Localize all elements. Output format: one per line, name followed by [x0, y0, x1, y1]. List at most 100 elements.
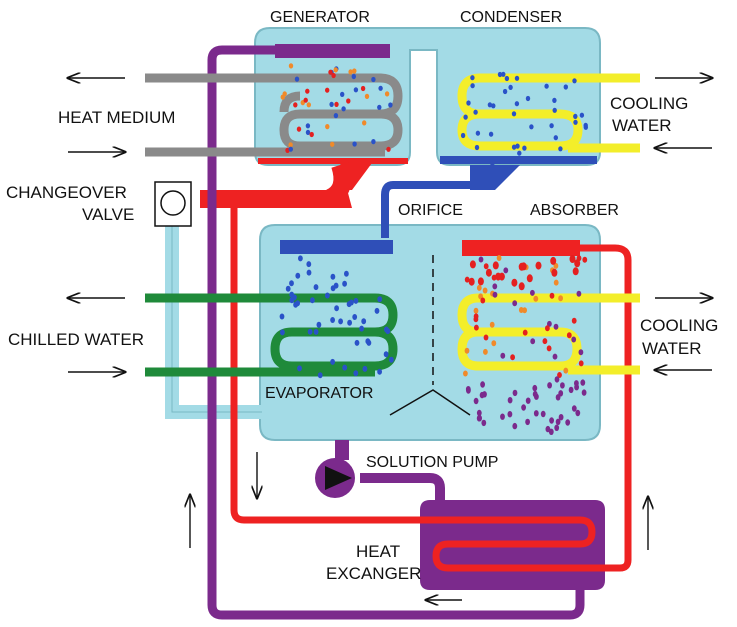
droplet	[288, 142, 293, 148]
droplet	[487, 102, 493, 108]
droplet	[553, 135, 558, 141]
droplet	[525, 95, 531, 102]
droplet	[325, 292, 330, 299]
droplet	[293, 102, 298, 108]
changeover-valve	[154, 181, 192, 227]
droplet	[330, 141, 335, 147]
droplet	[507, 397, 513, 404]
droplet	[289, 280, 294, 287]
droplet	[306, 102, 311, 108]
droplet	[354, 339, 360, 346]
droplet	[558, 146, 563, 152]
droplet	[485, 268, 492, 277]
droplet	[569, 255, 576, 263]
droplet	[578, 349, 584, 356]
droplet	[552, 97, 557, 103]
droplet	[482, 287, 488, 294]
droplet	[476, 284, 482, 291]
droplet	[330, 317, 335, 323]
droplet	[288, 63, 294, 69]
droplet	[575, 409, 581, 417]
droplet	[515, 143, 520, 149]
droplet	[573, 119, 578, 125]
condenser-refrigerant-pool	[440, 156, 597, 164]
droplet	[468, 277, 475, 286]
droplet	[307, 328, 313, 335]
droplet	[554, 376, 560, 383]
droplet	[554, 424, 560, 431]
cooling-water-bot-label-1: COOLING	[640, 316, 718, 335]
droplet	[533, 410, 539, 417]
droplet	[313, 328, 319, 335]
droplet	[558, 295, 563, 302]
droplet	[464, 347, 470, 354]
droplet	[383, 351, 389, 358]
droplet	[338, 318, 343, 325]
droplet	[330, 285, 336, 292]
condenser-drain-pipe	[381, 162, 499, 238]
droplet	[297, 365, 302, 372]
droplet	[580, 379, 586, 386]
droplet	[333, 113, 339, 119]
changeover-label-1: CHANGEOVER	[6, 183, 127, 202]
evaporator-label: EVAPORATOR	[265, 385, 373, 402]
droplet	[535, 261, 542, 270]
droplet	[469, 260, 476, 269]
droplet	[581, 389, 587, 396]
droplet	[292, 294, 297, 301]
droplet	[573, 113, 578, 119]
droplet	[325, 124, 330, 130]
droplet	[389, 356, 394, 363]
droplet	[510, 354, 515, 361]
droplet	[305, 123, 311, 129]
droplet	[353, 297, 359, 304]
absorber-spray-header	[462, 240, 580, 256]
droplet	[530, 338, 536, 345]
droplet	[512, 422, 518, 430]
droplet	[475, 130, 481, 136]
droplet	[342, 280, 347, 287]
droplet	[547, 382, 552, 389]
droplet	[542, 338, 548, 345]
droplet	[313, 284, 319, 291]
droplet	[512, 300, 518, 307]
droplet	[351, 73, 356, 80]
droplet	[574, 384, 579, 391]
purple-solution-line	[207, 45, 585, 620]
droplet	[532, 384, 538, 392]
droplet	[384, 326, 389, 333]
droplet	[503, 267, 509, 274]
droplet	[507, 411, 513, 418]
droplet	[563, 367, 569, 374]
droplet	[571, 405, 577, 412]
droplet	[574, 259, 581, 268]
droplet	[571, 317, 577, 324]
droplet	[279, 313, 285, 320]
droplet	[492, 291, 498, 298]
droplet	[294, 76, 300, 82]
heat-medium-label: HEAT MEDIUM	[58, 108, 175, 127]
droplet	[529, 124, 534, 130]
droplet	[530, 289, 535, 296]
droplet	[502, 88, 508, 95]
droplet	[489, 321, 495, 328]
droplet	[344, 270, 349, 277]
droplet	[540, 410, 546, 418]
droplet	[518, 282, 525, 291]
droplet	[341, 106, 346, 112]
droplet	[331, 72, 336, 79]
solution-pump-label: SOLUTION PUMP	[366, 454, 498, 471]
droplet	[518, 307, 524, 313]
chilled-water-label: CHILLED WATER	[8, 330, 144, 349]
droplet	[576, 290, 582, 297]
chilled-water-coil	[145, 293, 398, 377]
orifice-label: ORIFICE	[398, 202, 463, 219]
droplet	[464, 276, 470, 283]
droplet	[334, 305, 339, 312]
droplet	[473, 313, 479, 320]
droplet	[579, 112, 585, 118]
droplet	[496, 255, 502, 261]
droplet	[378, 85, 383, 91]
droplet	[582, 256, 588, 263]
